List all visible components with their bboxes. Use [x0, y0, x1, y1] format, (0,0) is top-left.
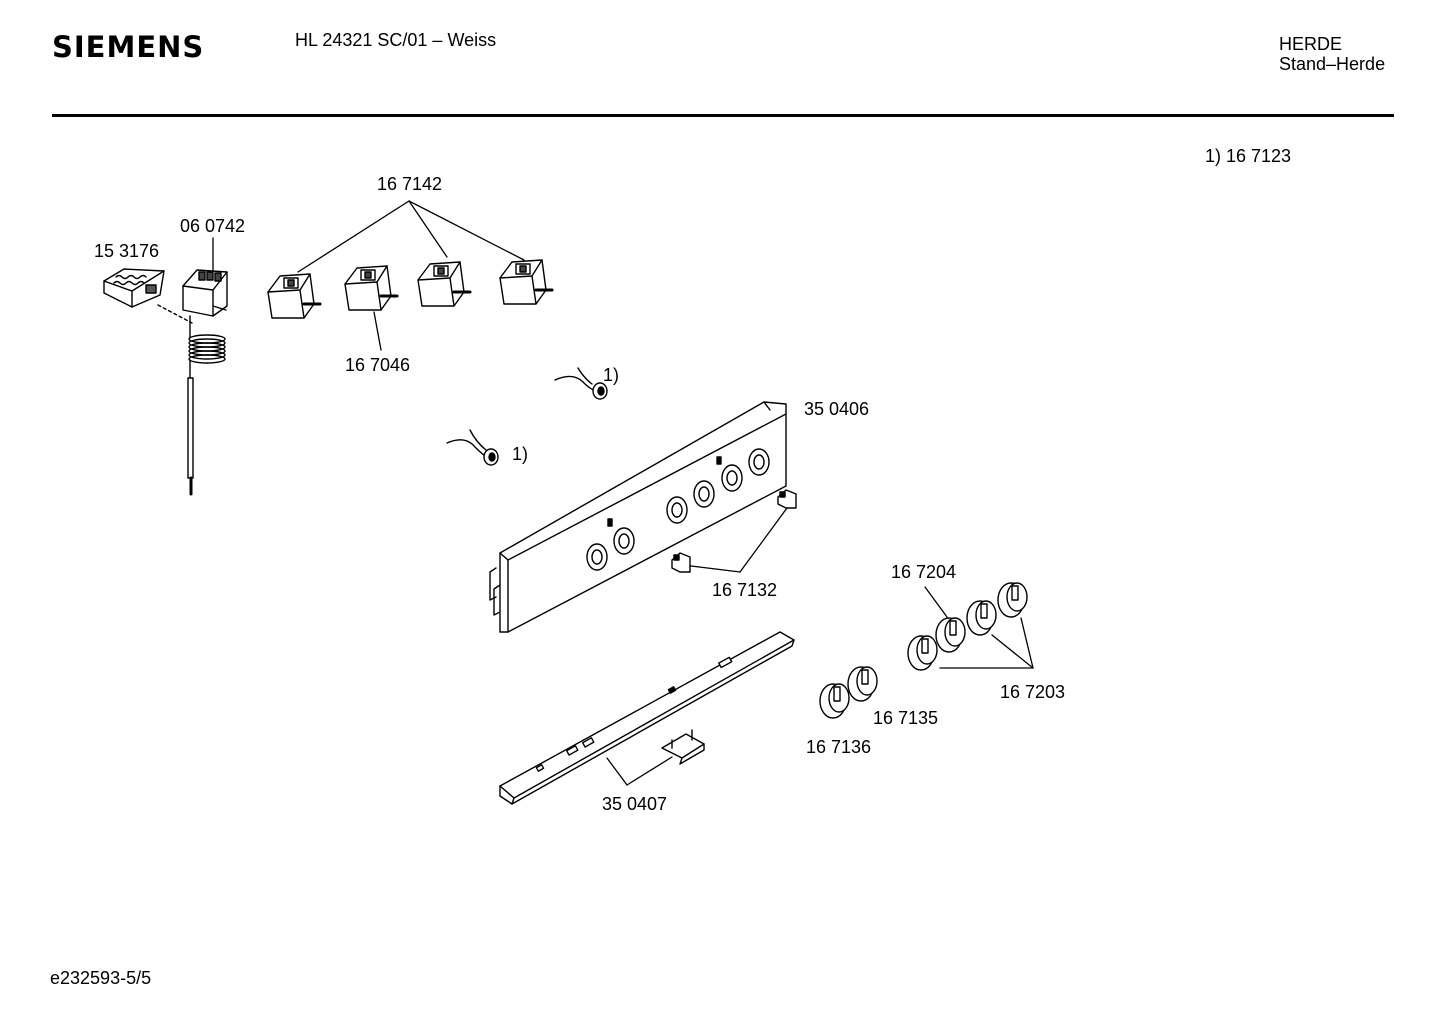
category-label: HERDE [1279, 34, 1343, 54]
control-knob-3 [966, 600, 997, 636]
footnote: 1) 16 7123 [1205, 146, 1292, 166]
support-rail-part [499, 631, 795, 805]
control-knob-2 [935, 617, 966, 653]
label-167204: 16 7204 [891, 562, 957, 582]
brand-logo: SIEMENS [52, 30, 205, 64]
label-167135: 16 7135 [873, 708, 939, 728]
energy-regulator-3 [417, 261, 472, 307]
label-ref1-lower: 1) [512, 444, 529, 464]
control-panel-part [489, 401, 787, 633]
indicator-lamp-2 [446, 429, 499, 466]
label-060742: 06 0742 [180, 216, 246, 236]
control-knob-1 [907, 635, 938, 671]
energy-regulator-1 [267, 273, 322, 319]
selector-switch-part [103, 268, 193, 324]
panel-knob-holes [586, 448, 770, 571]
energy-regulator-4 [499, 259, 554, 305]
document-id: e232593-5/5 [50, 968, 152, 988]
indicator-lamp-1 [554, 367, 608, 400]
label-167132: 16 7132 [712, 580, 778, 600]
rail-bracket-part [661, 729, 705, 765]
model-title: HL 24321 SC/01 – Weiss [295, 30, 497, 50]
label-153176: 15 3176 [94, 241, 160, 261]
label-350406: 35 0406 [804, 399, 870, 419]
label-350407: 35 0407 [602, 794, 668, 814]
leader-lines [212, 200, 1034, 786]
label-ref1-upper: 1) [603, 365, 620, 385]
thermostat-part [182, 269, 228, 496]
header-divider [52, 114, 1394, 117]
panel-clip-2 [671, 552, 691, 573]
panel-clip-1 [777, 489, 797, 509]
label-167142: 16 7142 [377, 174, 443, 194]
control-knob-6 [847, 666, 878, 702]
subcategory-label: Stand–Herde [1279, 54, 1386, 74]
label-167046: 16 7046 [345, 355, 411, 375]
energy-regulator-2 [344, 265, 399, 311]
label-167136: 16 7136 [806, 737, 872, 757]
label-167203: 16 7203 [1000, 682, 1066, 702]
control-knob-5 [819, 683, 850, 719]
control-knob-4 [997, 582, 1028, 618]
